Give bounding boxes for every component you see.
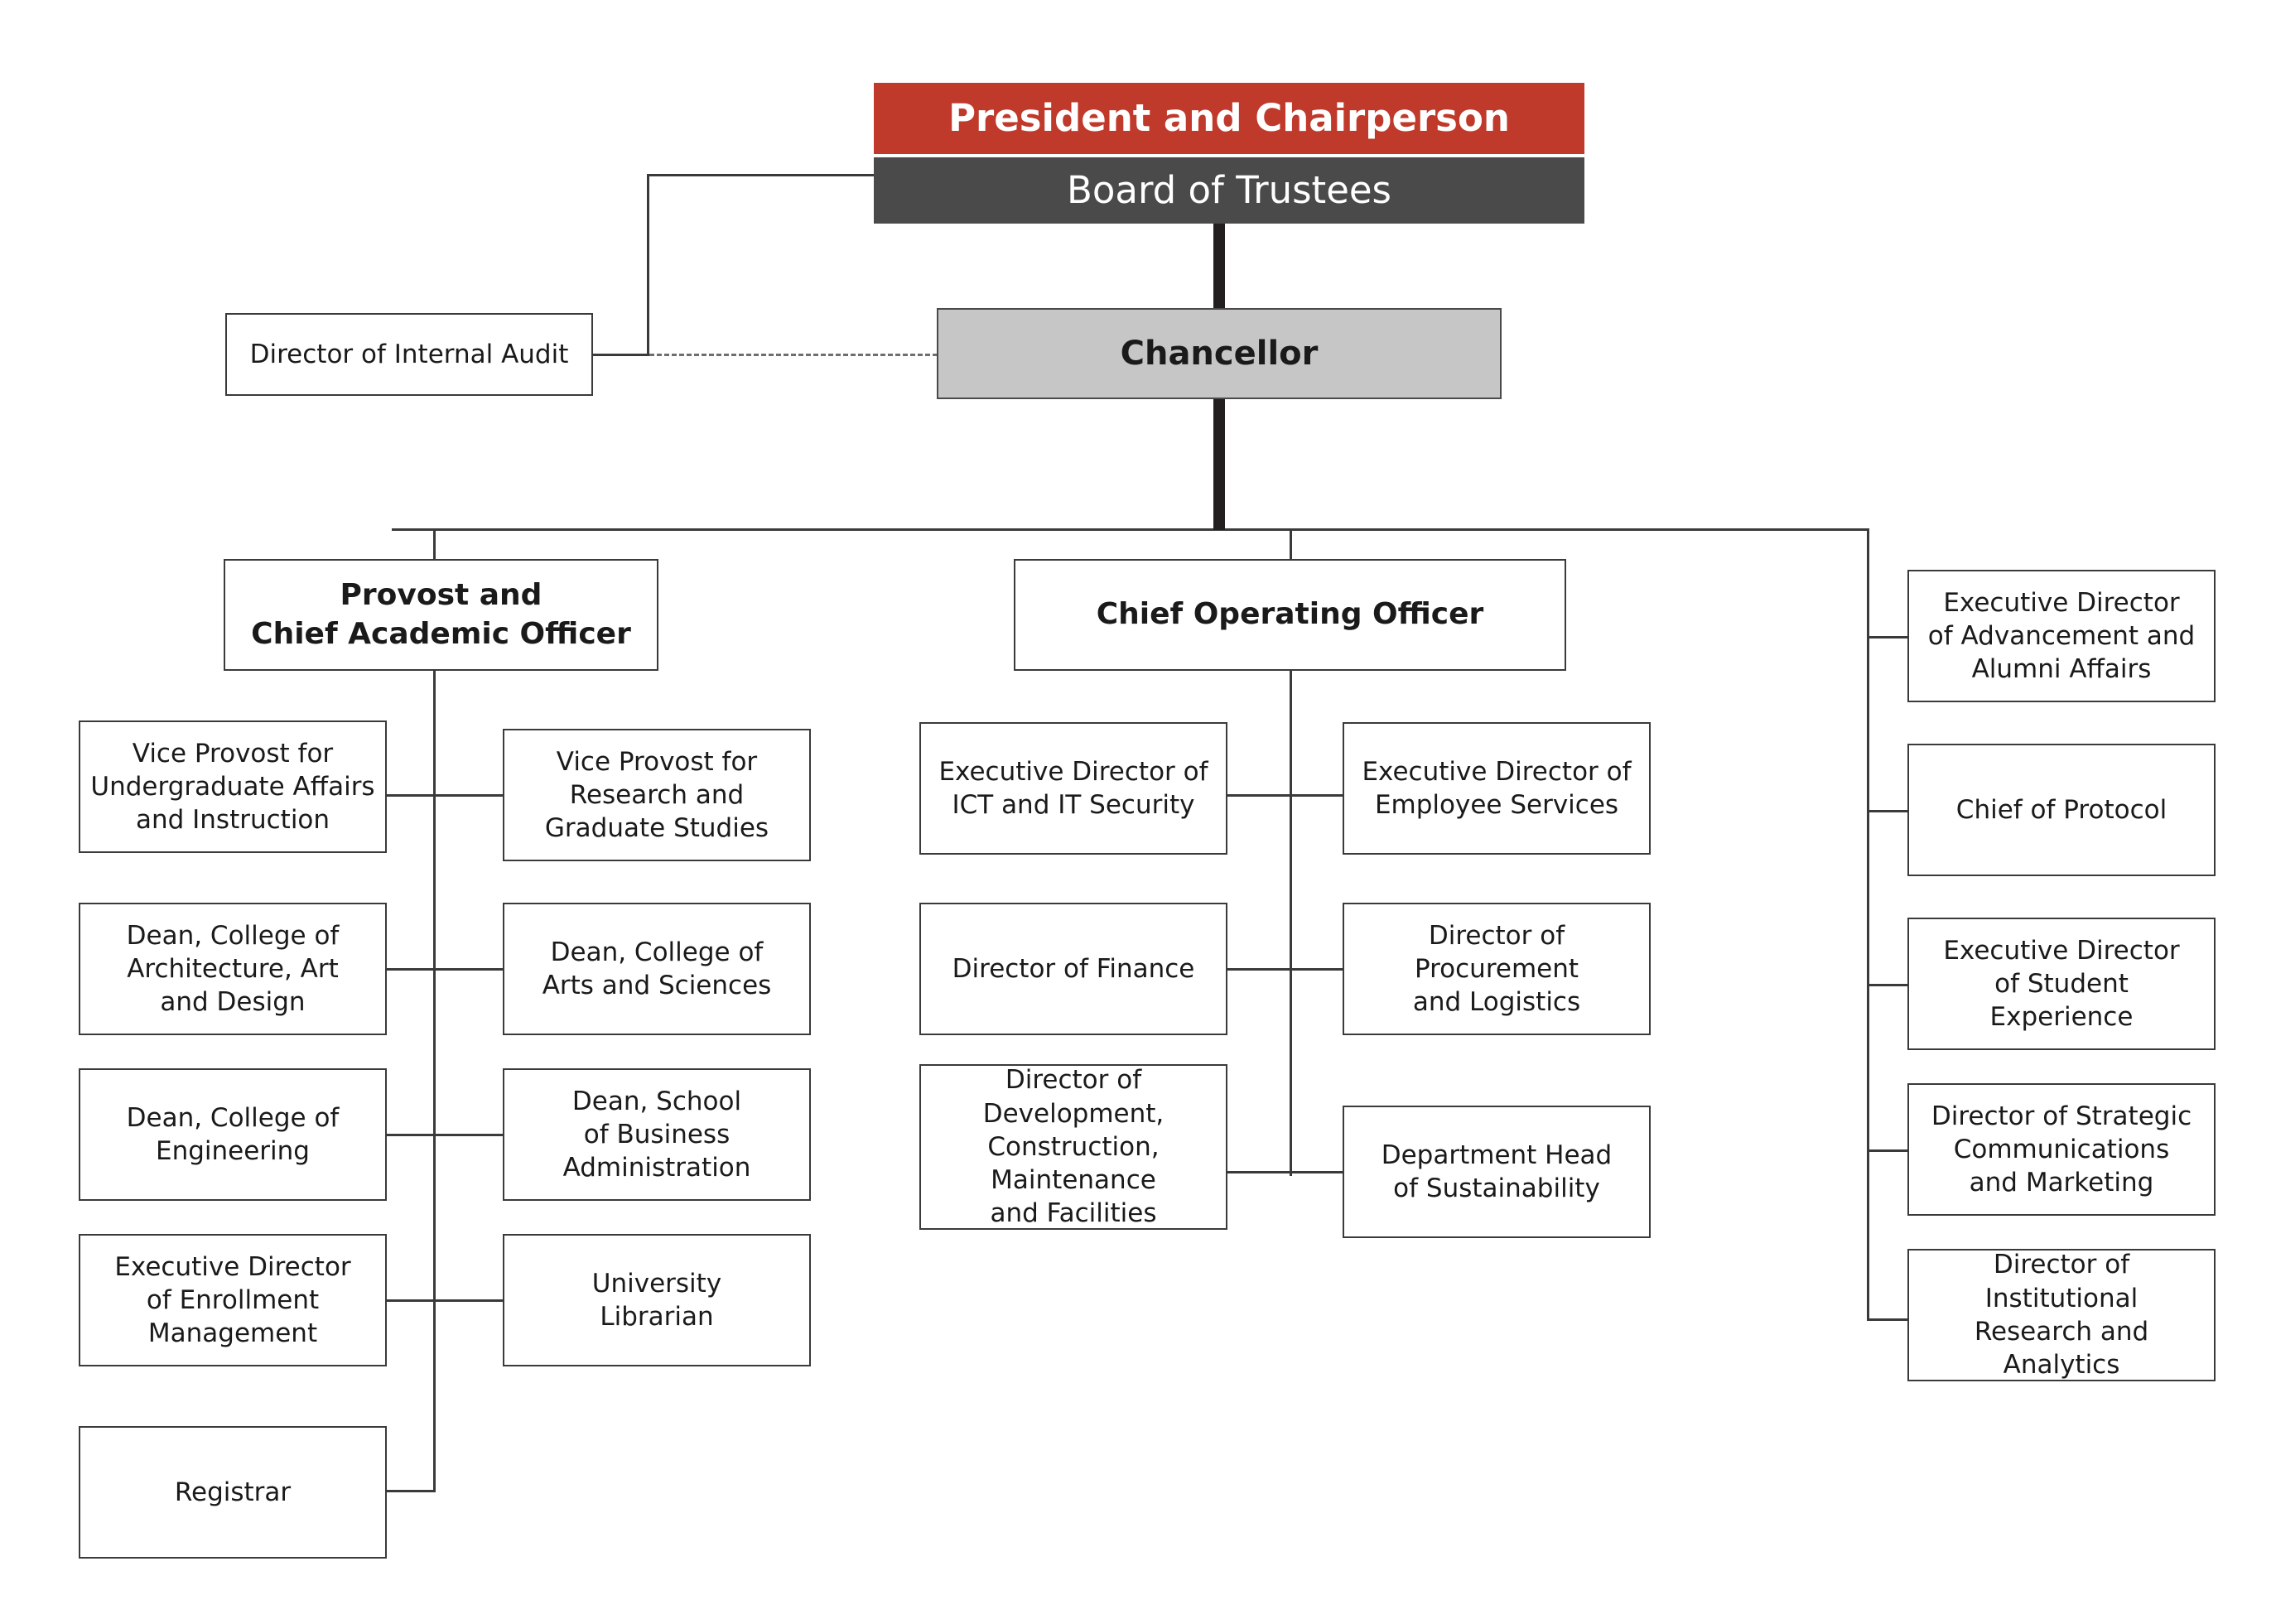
connector-bus-to-provost	[433, 528, 436, 561]
node-director-procurement-logistics[interactable]: Director of Procurement and Logistics	[1343, 903, 1651, 1035]
node-label: Director of Procurement and Logistics	[1412, 920, 1581, 1018]
node-dean-college-engineering[interactable]: Dean, College of Engineering	[79, 1068, 387, 1201]
node-label: Director of Development, Construction, M…	[982, 1065, 1165, 1229]
node-vice-provost-research-graduate-studies[interactable]: Vice Provost for Research and Graduate S…	[503, 729, 811, 861]
node-label: Executive Director of Enrollment Managem…	[114, 1251, 351, 1349]
connector-right-stub-4	[1867, 1149, 1909, 1152]
node-label: Vice Provost for Undergraduate Affairs a…	[90, 738, 375, 836]
connector-operations-rung-2	[1227, 968, 1344, 971]
connector-bus-to-coo	[1290, 528, 1292, 561]
node-president-and-chairperson[interactable]: President and Chairperson	[874, 83, 1584, 154]
node-chancellor[interactable]: Chancellor	[937, 308, 1502, 399]
node-registrar[interactable]: Registrar	[79, 1426, 387, 1559]
node-label: Department Head of Sustainability	[1381, 1140, 1613, 1203]
connector-academic-rung-registrar	[387, 1490, 436, 1492]
node-executive-director-advancement-alumni-affairs[interactable]: Executive Director of Advancement and Al…	[1907, 570, 2216, 702]
node-dean-college-arts-sciences[interactable]: Dean, College of Arts and Sciences	[503, 903, 811, 1035]
node-chief-of-protocol[interactable]: Chief of Protocol	[1907, 744, 2216, 876]
connector-right-stub-2	[1867, 810, 1909, 812]
node-label: Executive Director of Student Experience	[1943, 935, 2180, 1033]
node-label: Director of Finance	[952, 953, 1195, 984]
connector-audit-to-chancellor-dashed	[649, 354, 938, 356]
connector-bus-to-right-column	[1867, 528, 1869, 1321]
node-chief-operating-officer[interactable]: Chief Operating Officer	[1014, 559, 1566, 671]
connector-right-stub-5	[1867, 1318, 1909, 1321]
connector-operations-rung-3	[1227, 1171, 1344, 1173]
node-executive-director-student-experience[interactable]: Executive Director of Student Experience	[1907, 918, 2216, 1050]
node-director-strategic-communications-marketing[interactable]: Director of Strategic Communications and…	[1907, 1083, 2216, 1216]
node-label: President and Chairperson	[948, 95, 1510, 140]
connector-coo-spine	[1290, 671, 1292, 1176]
node-executive-director-ict-it-security[interactable]: Executive Director of ICT and IT Securit…	[919, 722, 1227, 855]
node-executive-director-enrollment-management[interactable]: Executive Director of Enrollment Managem…	[79, 1234, 387, 1366]
connector-audit-to-trustees	[647, 174, 875, 176]
node-director-of-internal-audit[interactable]: Director of Internal Audit	[225, 313, 593, 396]
connector-chancellor-to-bus	[1213, 399, 1225, 530]
connector-operations-rung-1	[1227, 794, 1344, 797]
node-university-librarian[interactable]: University Librarian	[503, 1234, 811, 1366]
node-label: Director of Institutional Research and A…	[1974, 1250, 2149, 1381]
node-label: Director of Strategic Communications and…	[1931, 1101, 2192, 1198]
node-director-institutional-research-analytics[interactable]: Director of Institutional Research and A…	[1907, 1249, 2216, 1381]
node-label: Executive Director of Employee Services	[1362, 756, 1632, 820]
node-dean-school-business-administration[interactable]: Dean, School of Business Administration	[503, 1068, 811, 1201]
node-label: Dean, College of Arts and Sciences	[542, 937, 772, 1000]
connector-provost-spine	[433, 671, 436, 1491]
node-label: University Librarian	[591, 1268, 722, 1332]
connector-academic-rung-3	[387, 1134, 504, 1136]
connector-academic-rung-1	[387, 794, 504, 797]
node-label: Vice Provost for Research and Graduate S…	[544, 746, 769, 844]
connector-right-stub-1	[1867, 636, 1909, 639]
node-label: Dean, College of Engineering	[126, 1102, 340, 1166]
node-director-development-construction-maintenance-facilities[interactable]: Director of Development, Construction, M…	[919, 1064, 1227, 1230]
node-label: Chief of Protocol	[1955, 794, 2168, 825]
node-provost-and-chief-academic-officer[interactable]: Provost and Chief Academic Officer	[224, 559, 658, 671]
connector-right-stub-3	[1867, 984, 1909, 986]
node-vice-provost-undergraduate-affairs[interactable]: Vice Provost for Undergraduate Affairs a…	[79, 720, 387, 853]
node-label: Chancellor	[1120, 335, 1319, 373]
connector-academic-rung-2	[387, 968, 504, 971]
connector-audit-elbow-horizontal	[593, 354, 649, 356]
connector-trustees-to-chancellor	[1213, 224, 1225, 310]
node-dean-college-architecture-art-design[interactable]: Dean, College of Architecture, Art and D…	[79, 903, 387, 1035]
node-label: Director of Internal Audit	[249, 339, 569, 369]
node-label: Dean, College of Architecture, Art and D…	[126, 920, 340, 1018]
connector-academic-rung-4	[387, 1299, 504, 1302]
node-label: Chief Operating Officer	[1096, 597, 1484, 632]
node-label: Board of Trustees	[1066, 167, 1392, 212]
node-label: Provost and Chief Academic Officer	[251, 577, 631, 651]
connector-audit-elbow-vertical	[647, 174, 649, 356]
node-department-head-sustainability[interactable]: Department Head of Sustainability	[1343, 1106, 1651, 1238]
node-board-of-trustees[interactable]: Board of Trustees	[874, 157, 1584, 224]
node-director-of-finance[interactable]: Director of Finance	[919, 903, 1227, 1035]
node-label: Executive Director of Advancement and Al…	[1927, 587, 2196, 685]
node-label: Registrar	[174, 1477, 292, 1507]
node-executive-director-employee-services[interactable]: Executive Director of Employee Services	[1343, 722, 1651, 855]
node-label: Executive Director of ICT and IT Securit…	[938, 756, 1208, 820]
connector-main-bus	[392, 528, 1869, 531]
node-label: Dean, School of Business Administration	[562, 1086, 751, 1183]
